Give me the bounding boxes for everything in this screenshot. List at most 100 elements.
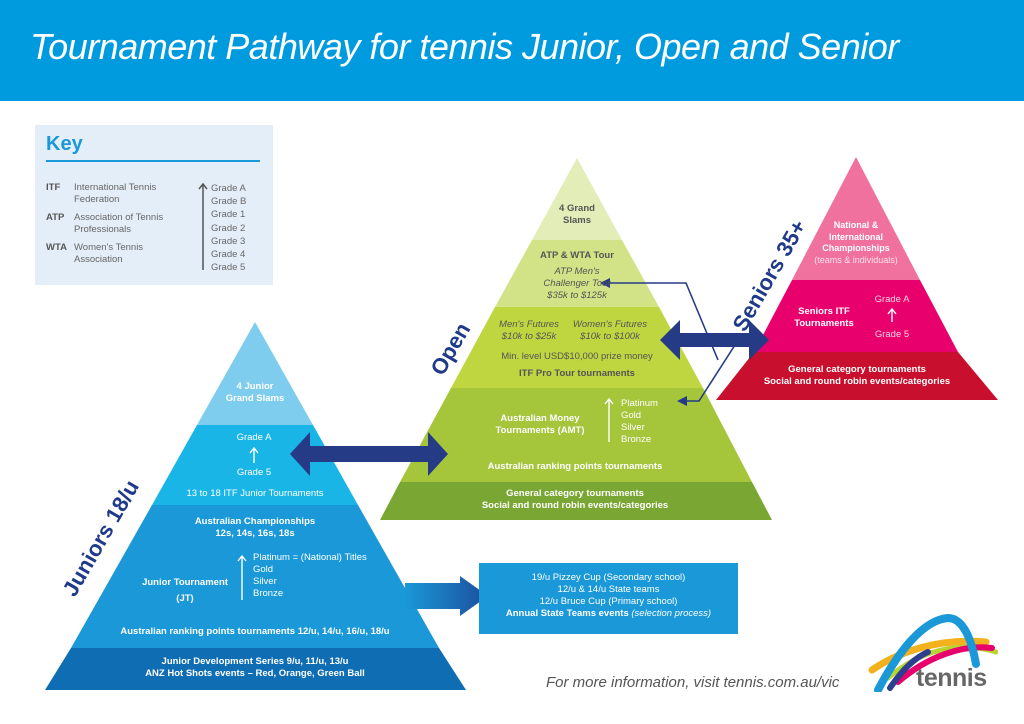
state-team-item: 19/u Pizzey Cup (Secondary school) — [531, 572, 686, 583]
text-line: Australian Championships — [194, 516, 316, 527]
grade-up-arrow-icon — [198, 182, 208, 270]
connector-arrowhead-icon — [600, 278, 610, 288]
key-abbr-itf: ITF — [46, 182, 61, 193]
tennis-logo-wordmark: tennis — [916, 664, 987, 692]
seniors-pyramid — [716, 157, 998, 400]
open-min-level: Min. level USD$10,000 prize money — [501, 351, 653, 362]
open-amt-up-arrow-icon — [604, 397, 614, 442]
juniors-development-label: Junior Development Series 9/u, 11/u, 13/… — [80, 656, 430, 680]
key-desc-itf: International Tennis Federation — [74, 182, 157, 205]
level-item: Gold — [253, 564, 274, 575]
open-pyramid — [380, 158, 772, 520]
juniors-grade-low: Grade 5 — [236, 467, 272, 478]
key-grade: Grade A — [211, 183, 246, 194]
state-teams-bold: Annual State Teams events — [505, 608, 629, 619]
text-line: Australian Money — [500, 413, 580, 424]
state-teams-italic: (selection process) — [631, 608, 712, 619]
key-grade: Grade 4 — [211, 249, 246, 261]
state-team-item: 12/u & 14/u State teams — [557, 584, 660, 595]
seniors-itf-label: Seniors ITF Tournaments — [784, 306, 864, 330]
juniors-band-jt — [71, 505, 439, 648]
text-line: (teams & individuals) — [814, 254, 898, 265]
seniors-general-label: General category tournaments Social and … — [727, 364, 987, 388]
open-band-general — [380, 482, 772, 520]
footer-info-link[interactable]: For more information, visit tennis.com.a… — [546, 674, 840, 691]
juniors-ranking-label: Australian ranking points tournaments 12… — [120, 626, 390, 637]
text-line: Championships — [822, 243, 890, 253]
text-line: 4 Grand — [559, 203, 595, 214]
text-line: $35k to $125k — [547, 290, 607, 301]
open-band-amt — [400, 388, 752, 482]
seniors-itf-up-arrow-icon — [887, 307, 897, 322]
level-item: Silver — [621, 422, 645, 433]
text-line: Social and round robin events/categories — [763, 376, 951, 387]
seniors-to-amt-connector — [683, 344, 736, 402]
level-item: Platinum = (National) Titles — [253, 552, 367, 563]
open-band-grand-slams — [532, 158, 622, 240]
seniors-grade-high: Grade A — [874, 294, 910, 305]
juniors-grand-slams-label: 4 Junior Grand Slams — [205, 381, 305, 405]
open-general-label: General category tournaments Social and … — [440, 488, 710, 512]
juniors-jt-levels: Platinum = (National) Titles Gold Silver… — [253, 552, 367, 600]
key-grade: Grade 3 — [211, 235, 246, 247]
key-grade-list: Grade A Grade B Grade 1 Grade 2 Grade 3 … — [211, 182, 246, 274]
open-tour-title: ATP & WTA Tour — [540, 250, 614, 261]
juniors-championships-label: Australian Championships 12s, 14s, 16s, … — [150, 516, 360, 540]
state-teams-summary: Annual State Teams events (selection pro… — [479, 608, 738, 620]
juniors-band-grand-slams — [197, 322, 313, 425]
level-item: Gold — [621, 410, 642, 421]
open-amt-levels: Platinum Gold Silver Bronze — [621, 398, 658, 446]
text-line: Social and round robin events/categories — [481, 500, 669, 511]
tennis-logo-icon — [868, 613, 998, 692]
key-panel: Key ITF International Tennis Federation … — [35, 125, 273, 285]
text-line: National & — [833, 220, 879, 230]
open-challenger-label: ATP Men's Challenger Tour $35k to $125k — [517, 266, 637, 302]
key-abbr-wta: WTA — [46, 242, 67, 253]
text-line: ATP Men's — [554, 266, 600, 277]
open-amt-label: Australian Money Tournaments (AMT) — [480, 413, 600, 437]
key-grade: Grade B — [211, 196, 247, 208]
key-desc-atp: Association of Tennis Professionals — [74, 212, 164, 235]
connector-arrowhead-icon — [677, 396, 687, 406]
text-line: Seniors ITF — [798, 306, 850, 317]
seniors-band-championships — [792, 157, 920, 280]
juniors-jt-label: Junior Tournament (JT) — [130, 577, 240, 605]
level-item: Bronze — [253, 588, 284, 599]
juniors-itf-up-arrow-icon — [249, 446, 259, 463]
text-line: Tournaments (AMT) — [495, 425, 585, 436]
juniors-band-development — [45, 648, 466, 690]
open-seniors-double-arrow-icon — [660, 320, 769, 360]
key-desc-wta: Women's Tennis Association — [74, 242, 144, 265]
open-band-atp-wta — [495, 240, 659, 307]
text-line: General category tournaments — [506, 488, 644, 499]
level-item: Silver — [253, 576, 277, 587]
text-line: International — [828, 231, 883, 242]
level-item: Bronze — [621, 434, 652, 445]
seniors-band-general — [716, 352, 998, 400]
key-grade: Grade 2 — [211, 222, 246, 234]
header-banner: Tournament Pathway for tennis Junior, Op… — [0, 0, 1024, 101]
juniors-open-double-arrow-icon — [290, 432, 448, 476]
text-line: Tournaments — [794, 318, 854, 329]
text-line: General category tournaments — [788, 364, 926, 375]
seniors-grade-low: Grade 5 — [874, 329, 910, 340]
key-abbr-atp: ATP — [46, 212, 65, 223]
key-divider — [46, 160, 260, 162]
open-grand-slams-label: 4 Grand Slams — [537, 203, 617, 227]
text-line: 4 Junior — [236, 381, 274, 392]
text-line: Junior Tournament — [142, 577, 228, 588]
juniors-itf-label: 13 to 18 ITF Junior Tournaments — [186, 488, 324, 499]
key-grade: Grade 5 — [211, 262, 246, 274]
level-item: Platinum — [621, 398, 658, 409]
open-womens-futures: Women's Futures $10k to $100k — [568, 319, 652, 343]
seniors-championships-label: National & International Championships (… — [806, 220, 906, 266]
key-grade: Grade 1 — [211, 209, 246, 221]
state-team-item: 12/u Bruce Cup (Primary school) — [539, 596, 678, 607]
open-ranking-label: Australian ranking points tournaments — [487, 461, 663, 472]
open-mens-futures: Men's Futures $10k to $25k — [493, 319, 565, 343]
text-line: Challenger Tour — [543, 278, 611, 289]
juniors-to-state-teams-arrow-icon — [405, 576, 488, 616]
key-title: Key — [46, 133, 83, 155]
text-line: Junior Development Series 9/u, 11/u, 13/… — [161, 656, 349, 667]
